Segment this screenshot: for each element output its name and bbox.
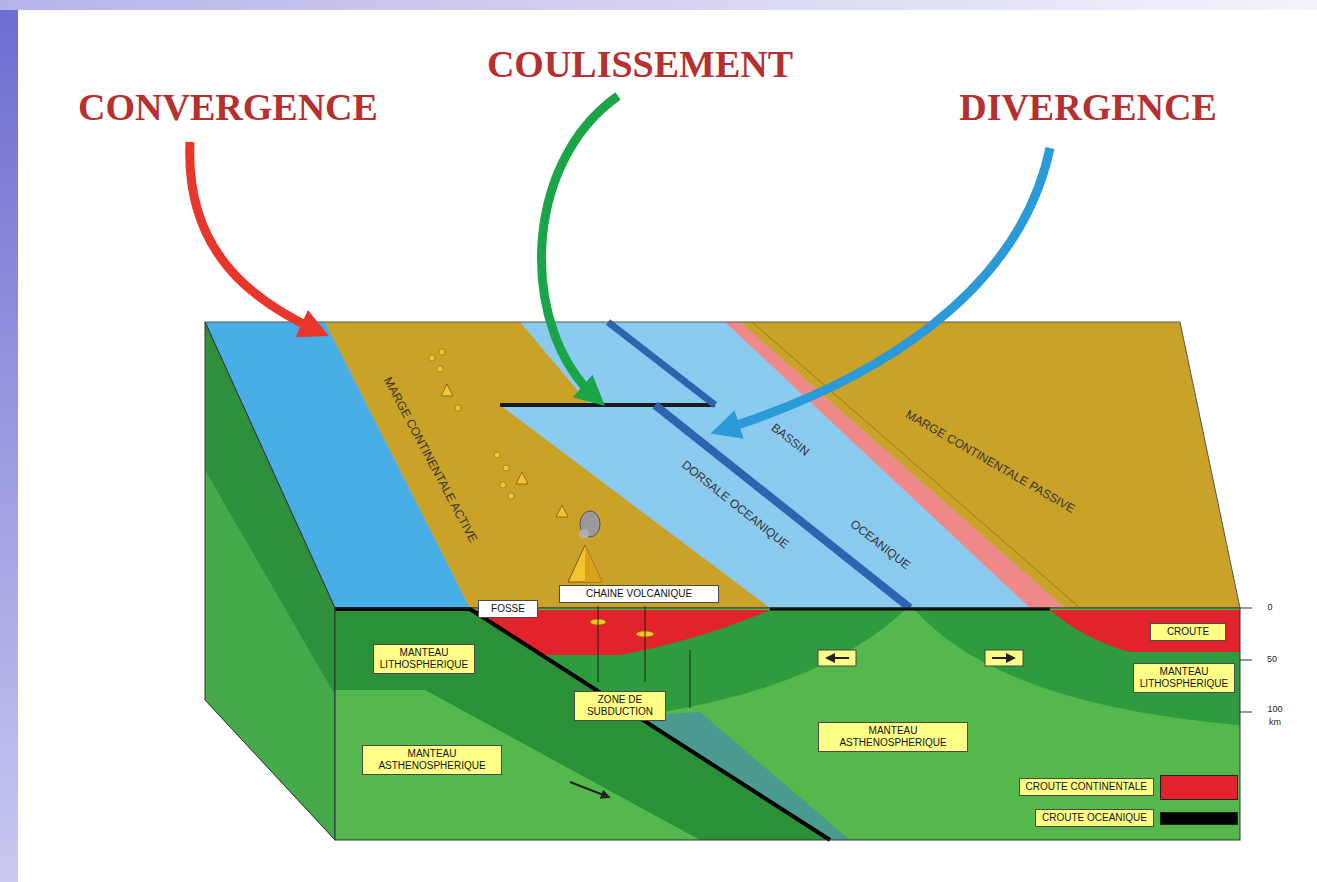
- box-text: MANTEAU ASTHENOSPHERIQUE: [368, 748, 496, 772]
- block-side-face-part: [205, 470, 335, 840]
- volcano-symbols-part: [556, 505, 568, 517]
- legend-swatch: [1160, 812, 1238, 825]
- slide-frame-part: [0, 0, 1317, 10]
- label-box: MANTEAU LITHOSPHERIQUE: [373, 644, 475, 674]
- volcano-symbols-part: [503, 465, 509, 471]
- pointer-arrows-part: [541, 96, 618, 398]
- depth-scale-part: [1240, 608, 1252, 609]
- depth-scale-part: [1240, 712, 1252, 713]
- block-top-face-part: [325, 322, 770, 608]
- label-box: MANTEAU LITHOSPHERIQUE: [1133, 663, 1235, 693]
- mantle-flow-arrows-part: [570, 782, 606, 796]
- volcano-symbols-part: [579, 529, 589, 539]
- box-text: CHAINE VOLCANIQUE: [565, 588, 713, 600]
- box-text: MANTEAU ASTHENOSPHERIQUE: [824, 725, 962, 749]
- pointer-arrows-part: [190, 142, 318, 331]
- pointer-arrows-part: [722, 148, 1050, 430]
- block-front-face-part: [1050, 610, 1240, 652]
- block-top-face-part: [740, 322, 1240, 608]
- block-side-face-part: [205, 322, 335, 840]
- volcano-symbols: [429, 349, 602, 582]
- block-top-face-part: [752, 322, 1080, 608]
- depth-value: 100: [1267, 705, 1282, 715]
- volcano-symbols-part: [437, 366, 443, 372]
- block-top-face-part: [205, 322, 1240, 608]
- box-text: ZONE DE SUBDUCTION: [580, 694, 660, 718]
- label-box: MANTEAU ASTHENOSPHERIQUE: [362, 745, 502, 775]
- block-side-face-part: [205, 322, 335, 840]
- depth-scale: [1240, 608, 1252, 712]
- volcano-symbols-part: [439, 349, 445, 355]
- volcano-symbols-part: [455, 405, 461, 411]
- label-box: CROUTE: [1150, 623, 1226, 641]
- volcano-symbols-part: [441, 384, 453, 396]
- box-text: MANTEAU LITHOSPHERIQUE: [1139, 666, 1229, 690]
- block-front-face-part: [335, 608, 1240, 840]
- mantle-flow-arrows: [570, 650, 1023, 796]
- volcano-symbols-part: [585, 545, 602, 582]
- volcano-symbols-part: [494, 452, 500, 458]
- block-top-face-part: [608, 322, 715, 405]
- volcano-symbols-part: [508, 493, 514, 499]
- mantle-flow-arrows-part: [992, 657, 1011, 659]
- block-front-face-part: [335, 609, 830, 840]
- box-text: CROUTE: [1156, 626, 1220, 638]
- block-top-face-part: [500, 403, 715, 407]
- block-top-face: [205, 322, 1240, 608]
- magma-conduits-part: [645, 606, 646, 682]
- volcano-symbols-part: [500, 482, 506, 488]
- label-box: FOSSE: [478, 600, 538, 618]
- label-box: ZONE DE SUBDUCTION: [574, 691, 666, 721]
- block-front-face: [335, 608, 1240, 840]
- magma-conduits-part: [690, 650, 691, 708]
- block-front-face-part: [335, 610, 830, 840]
- depth-value: 50: [1267, 655, 1277, 665]
- volcano-symbols-part: [516, 472, 528, 484]
- depth-value: km: [1269, 718, 1281, 728]
- mantle-flow-arrows-part: [830, 657, 849, 659]
- block-side-face: [205, 322, 335, 840]
- block-front-face-part: [915, 610, 1240, 725]
- slide-frame-part: [0, 0, 18, 882]
- box-text: MANTEAU LITHOSPHERIQUE: [379, 647, 469, 671]
- depth-value: 0: [1267, 603, 1272, 613]
- volcano-symbols-part: [568, 545, 602, 582]
- label-box: MANTEAU ASTHENOSPHERIQUE: [818, 722, 968, 752]
- legend-text: CROUTE OCEANIQUE: [1035, 809, 1154, 827]
- depth-scale-part: [1240, 660, 1252, 661]
- block-front-face-part: [335, 608, 1240, 840]
- legend-text: CROUTE CONTINENTALE: [1019, 778, 1155, 796]
- mantle-flow-arrows-part: [985, 650, 1023, 666]
- heading-word: CONVERGENCE: [78, 87, 378, 129]
- mantle-flow-arrows-part: [818, 650, 856, 666]
- volcano-symbols-part: [429, 355, 435, 361]
- block-top-face-part: [205, 322, 1240, 608]
- heading-word: DIVERGENCE: [959, 87, 1217, 129]
- heading-word: COULISSEMENT: [487, 44, 793, 86]
- pointer-arrows: [190, 96, 1050, 430]
- magma-conduits-part: [598, 606, 599, 682]
- box-text: FOSSE: [484, 603, 532, 615]
- label-box: CHAINE VOLCANIQUE: [559, 585, 719, 603]
- legend-swatch: [1160, 775, 1238, 800]
